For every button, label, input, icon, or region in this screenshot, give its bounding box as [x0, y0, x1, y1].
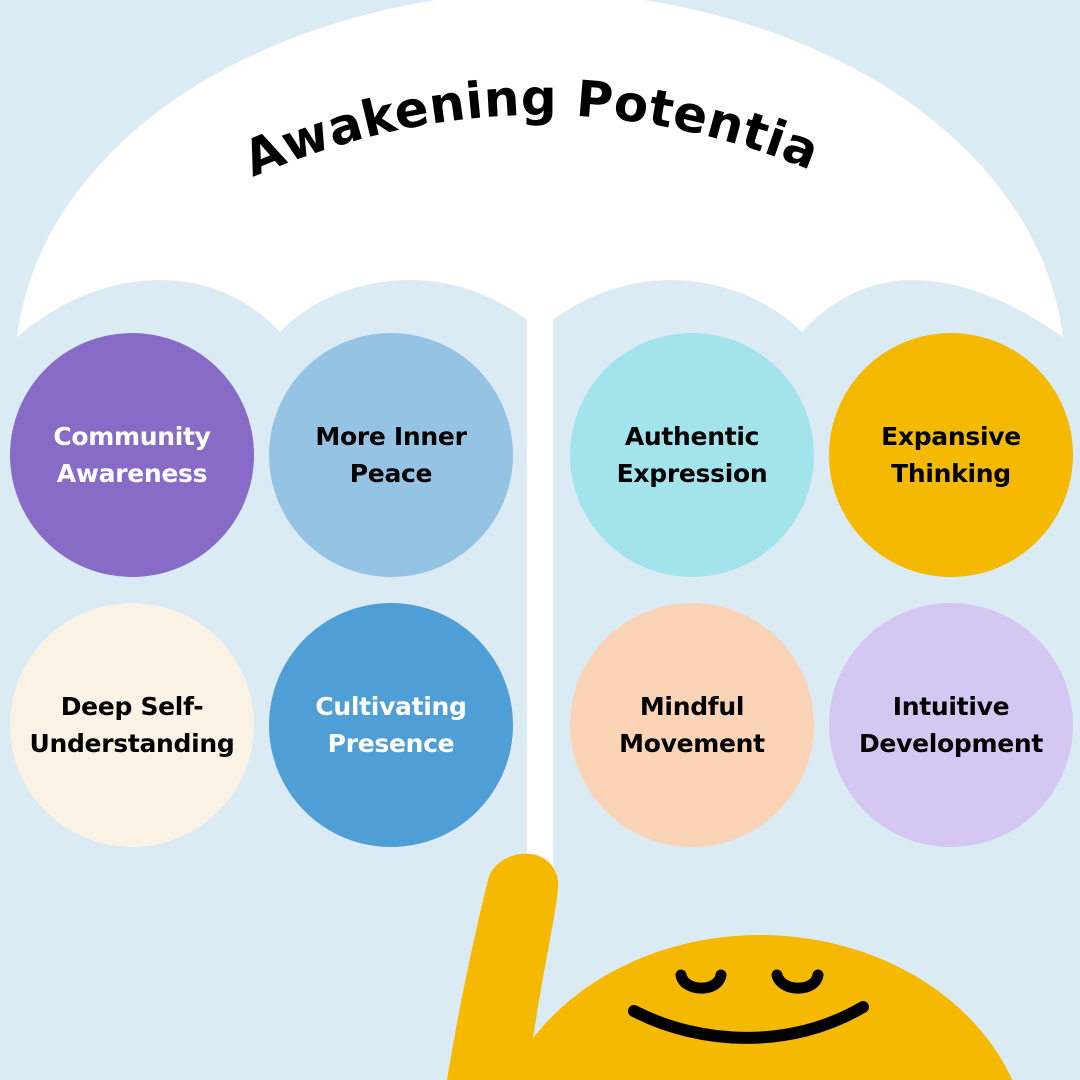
bubble-label: Intuitive — [892, 692, 1010, 721]
figure-head — [507, 935, 1013, 1080]
closed-eye-right-icon — [771, 969, 824, 994]
smile-icon — [628, 1001, 869, 1044]
bubble-label: Community — [53, 422, 211, 451]
bubble-label: More Inner — [315, 422, 467, 451]
bubble-label: Thinking — [891, 459, 1011, 488]
bubble-label: Expansive — [881, 422, 1021, 451]
bubble-label: Expression — [616, 459, 768, 488]
closed-eye-left-icon — [675, 969, 727, 994]
bubble-deep-self-understanding: Deep Self- Understanding — [10, 603, 254, 847]
umbrella-canopy — [17, 0, 1063, 337]
umbrella-shaft — [527, 318, 553, 878]
bubble-label: Peace — [349, 459, 433, 488]
bubble-label: Development — [858, 729, 1044, 758]
bubble-label: Deep Self- — [60, 692, 204, 721]
figure-arm — [447, 853, 559, 1080]
bubble-label: Movement — [619, 729, 765, 758]
bubble-label: Presence — [327, 729, 455, 758]
bubble-label: Authentic — [624, 422, 760, 451]
bubble-label: Awareness — [56, 459, 208, 488]
bubble-label: Mindful — [639, 692, 745, 721]
bubble-label: Cultivating — [315, 692, 467, 721]
bubble-label: Understanding — [29, 729, 235, 758]
